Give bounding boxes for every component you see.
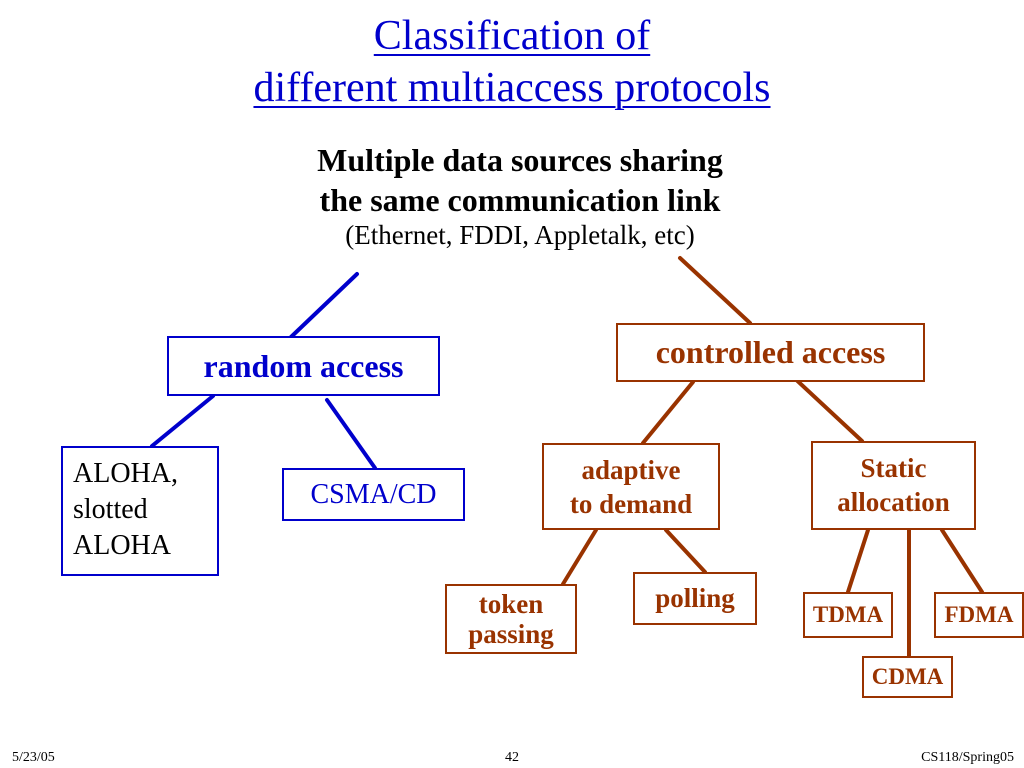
- token-line-2: passing: [468, 619, 554, 649]
- csma-cd-label: CSMA/CD: [310, 479, 437, 510]
- adaptive-line-1: adaptive: [581, 455, 681, 485]
- token-passing-box: token passing: [445, 584, 577, 654]
- root-examples: (Ethernet, FDDI, Appletalk, etc): [345, 220, 695, 250]
- static-line-1: Static: [860, 453, 927, 483]
- token-line-1: token: [478, 589, 544, 619]
- random-access-box: random access: [167, 336, 440, 396]
- static-line-2: allocation: [837, 487, 950, 517]
- root-node: Multiple data sources sharing the same c…: [160, 140, 880, 250]
- aloha-box: ALOHA, slotted ALOHA: [61, 446, 219, 576]
- cdma-label: CDMA: [871, 664, 944, 689]
- root-line-1: Multiple data sources sharing: [317, 142, 723, 178]
- footer-course: CS118/Spring05: [921, 750, 1014, 765]
- csma-cd-box: CSMA/CD: [282, 468, 465, 521]
- connector-controlled-static: [788, 372, 864, 443]
- connector-random-csma: [325, 398, 377, 470]
- aloha-line-2: slotted: [73, 494, 148, 525]
- tdma-box: TDMA: [803, 592, 893, 638]
- controlled-access-label: controlled access: [655, 334, 886, 370]
- fdma-label: FDMA: [944, 602, 1014, 627]
- connector-root-controlled: [678, 256, 752, 325]
- adaptive-box: adaptive to demand: [542, 443, 720, 530]
- footer-date: 5/23/05: [12, 750, 55, 765]
- connector-adaptive-polling: [664, 528, 707, 574]
- slide-title-line-2: different multiaccess protocols: [253, 65, 771, 111]
- random-access-label: random access: [203, 348, 404, 384]
- connector-root-random: [289, 272, 359, 339]
- tdma-label: TDMA: [812, 602, 884, 627]
- aloha-line-1: ALOHA,: [73, 458, 178, 489]
- slide-title: Classification of different multiaccess …: [0, 10, 1024, 114]
- connector-static-fdma: [940, 528, 984, 594]
- slide-title-line-1: Classification of: [373, 13, 651, 59]
- aloha-line-3: ALOHA: [73, 530, 171, 561]
- connector-controlled-adaptive: [641, 380, 695, 445]
- connector-adaptive-token: [561, 528, 598, 586]
- footer-page-number: 42: [505, 750, 519, 765]
- cdma-box: CDMA: [862, 656, 953, 698]
- polling-label: polling: [655, 583, 735, 613]
- connector-static-tdma: [846, 528, 870, 594]
- root-line-2: the same communication link: [319, 182, 721, 218]
- static-box: Static allocation: [811, 441, 976, 530]
- polling-box: polling: [633, 572, 757, 625]
- connector-random-aloha: [150, 394, 215, 448]
- fdma-box: FDMA: [934, 592, 1024, 638]
- adaptive-line-2: to demand: [569, 489, 693, 519]
- controlled-access-box: controlled access: [616, 323, 925, 382]
